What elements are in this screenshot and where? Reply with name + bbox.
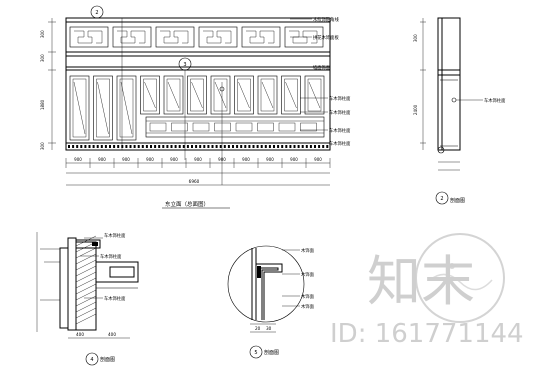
bottom-dim-1: 900 xyxy=(74,157,82,162)
side-elevation: 车木饰柱面 300 2400 2 剖面图 xyxy=(413,17,506,205)
dentil-row xyxy=(68,145,329,148)
label-wall: 墙面饰面 xyxy=(313,64,331,71)
callout-3: 3 xyxy=(183,62,186,68)
detail-a-dim-1: 400 xyxy=(76,332,84,337)
bottom-dim-5: 900 xyxy=(170,157,178,162)
svg-text:300: 300 xyxy=(413,34,418,42)
detail-b-callout: 5 xyxy=(254,350,257,356)
detail-a-callout: 4 xyxy=(90,357,93,363)
label-panel: 拼花木饰面板 xyxy=(313,34,339,41)
detail-a-label-1: 车木饰柱面 xyxy=(104,232,126,239)
label-col-4: 车木饰柱面 xyxy=(329,140,351,147)
bottom-dim-8: 900 xyxy=(242,157,250,162)
detail-b: 木饰面 木饰面 木饰面 木饰面 20 30 5 剖面图 xyxy=(227,245,315,359)
left-dimensions: 300 300 1880 300 xyxy=(40,18,56,150)
band-cells xyxy=(149,122,317,132)
detail-a-label-2: 车木饰柱面 xyxy=(100,253,122,260)
side-dim-2: 300 xyxy=(40,54,45,62)
callout-2: 2 xyxy=(95,10,98,16)
detail-b-dim-2: 30 xyxy=(266,326,272,331)
bottom-dim-9: 900 xyxy=(266,157,274,162)
detail-b-title: 剖面图 xyxy=(264,349,279,356)
label-col-2: 车木饰柱面 xyxy=(329,109,351,116)
bottom-dim-2: 900 xyxy=(98,157,106,162)
side-dim-3: 1880 xyxy=(40,99,45,110)
side-callout: 2 xyxy=(440,196,443,202)
watermark-logo: 知末 xyxy=(367,250,475,313)
side-dim-4: 300 xyxy=(40,142,45,150)
bottom-dim-11: 900 xyxy=(314,157,322,162)
carved-panels xyxy=(69,75,325,141)
detail-a-label-3: 车木饰柱面 xyxy=(104,295,126,302)
bottom-dimensions: 6960 900 900 900 900 900 900 900 900 900 900 900 xyxy=(65,157,331,186)
detail-b-label-1: 木饰面 xyxy=(301,247,315,254)
bottom-dim-10: 900 xyxy=(290,157,298,162)
label-col-1: 车木饰柱面 xyxy=(329,95,351,102)
leader-lines xyxy=(280,18,328,144)
svg-text:2400: 2400 xyxy=(413,104,418,115)
watermark: 知末 ID: 161771144 xyxy=(330,233,524,349)
middle-band xyxy=(145,116,325,138)
watermark-id: ID: 161771144 xyxy=(330,319,524,349)
detail-a-title: 剖面图 xyxy=(100,356,115,363)
label-col-3: 车木饰柱面 xyxy=(329,127,351,134)
label-trim: 木纹饰贴角线 xyxy=(313,16,339,23)
detail-b-dim-1: 20 xyxy=(255,326,261,331)
bottom-dim-3: 900 xyxy=(122,157,130,162)
detail-a: 车木饰柱面 车木饰柱面 车木饰柱面 400 400 4 剖面图 xyxy=(36,232,139,366)
detail-b-label-4: 木饰面 xyxy=(301,303,315,310)
detail-a-hatch xyxy=(75,235,97,325)
detail-b-label-2: 木饰面 xyxy=(301,271,315,278)
detail-a-dim-2: 400 xyxy=(108,332,116,337)
bottom-dim-7: 900 xyxy=(218,157,226,162)
detail-b-label-3: 木饰面 xyxy=(301,293,315,300)
side-label: 车木饰柱面 xyxy=(484,97,506,104)
front-elevation: 300 300 1880 300 6960 900 900 900 900 900 900… xyxy=(40,5,351,209)
bottom-dim-6: 900 xyxy=(194,157,202,162)
total-dim: 6960 xyxy=(189,179,200,184)
side-title: 剖面图 xyxy=(450,197,465,204)
front-elevation-title: 东立面（总面图） xyxy=(165,200,209,208)
side-dim-1: 300 xyxy=(40,30,45,38)
fret-pattern xyxy=(69,26,324,48)
bottom-dim-4: 900 xyxy=(146,157,154,162)
